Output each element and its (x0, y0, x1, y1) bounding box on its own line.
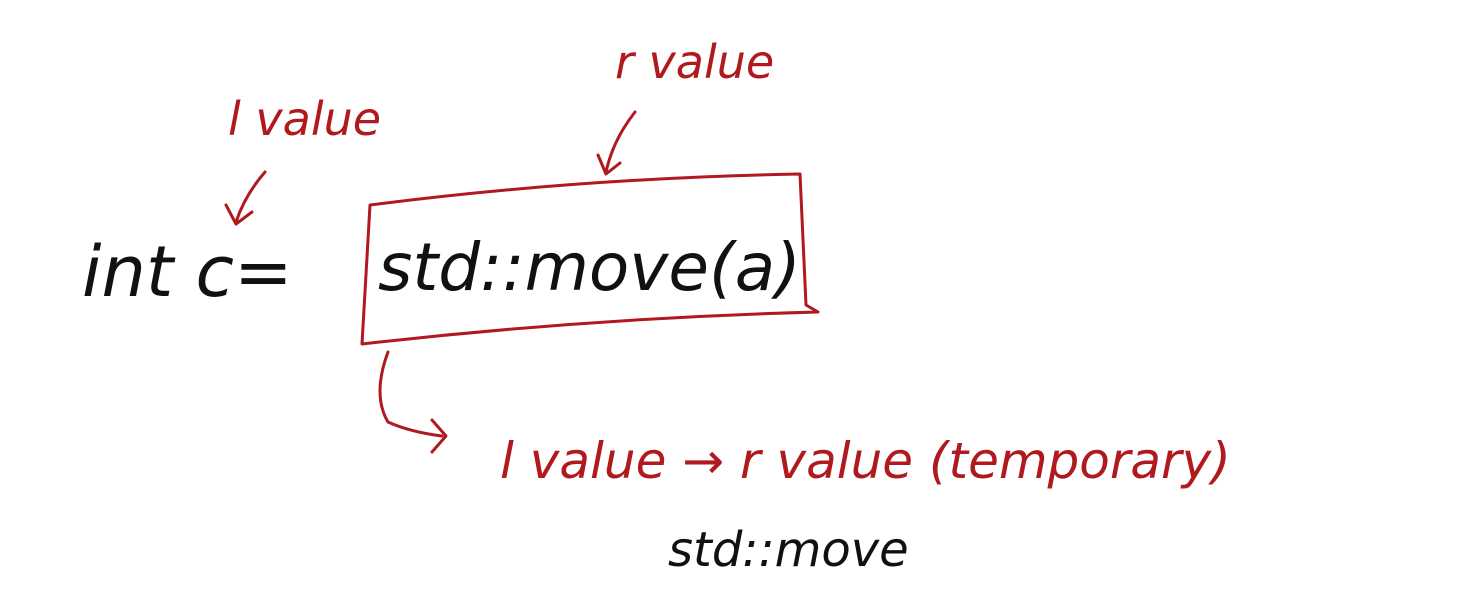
lvalue-arrowhead (224, 203, 254, 226)
expression-box (360, 172, 820, 346)
rvalue-label: r value (615, 35, 774, 89)
conversion-label: l value → r value (temporary) (500, 432, 1231, 490)
lvalue-arrow-shaft (234, 170, 267, 224)
rvalue-arrow-shaft (604, 110, 637, 174)
code-prefix: int c= (82, 231, 293, 313)
caption-label: std::move (668, 522, 909, 578)
conversion-arrowhead (430, 418, 448, 454)
conversion-arrow-shaft (378, 350, 444, 438)
rvalue-arrowhead (596, 153, 622, 176)
lvalue-label: l value (228, 92, 381, 146)
code-expression: std::move(a) (378, 229, 801, 306)
